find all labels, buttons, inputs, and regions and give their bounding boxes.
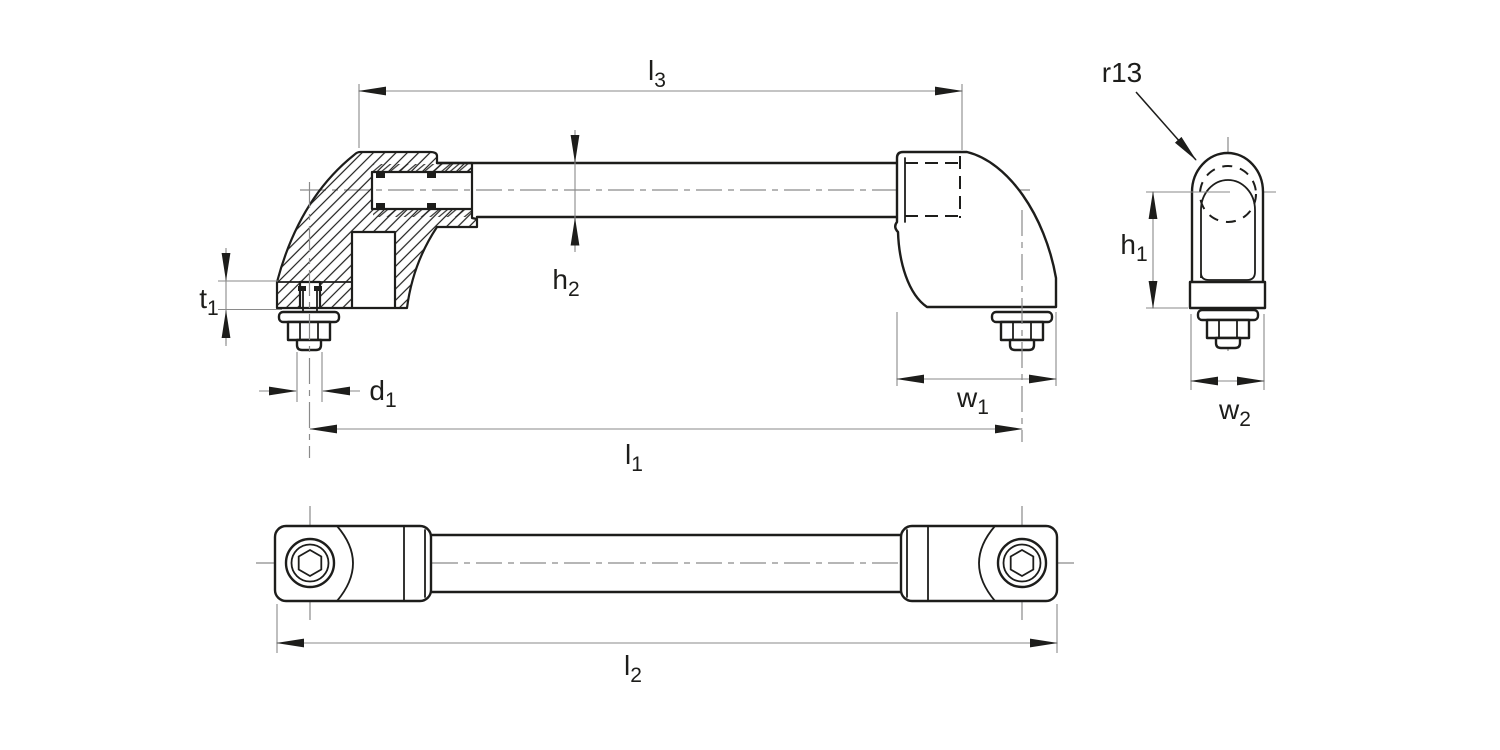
left-counterbore-circle [284,537,336,589]
left-bolt-tip [295,338,323,352]
dim-d1: d1 [259,352,397,412]
front-view [275,150,1058,458]
label-r13: r13 [1102,57,1142,88]
dim-t1: t1 [199,248,282,346]
dim-w2: w2 [1190,314,1265,431]
right-hex-socket [1009,548,1035,578]
bottom-right-boss-arc [978,525,996,602]
label-d1: d1 [369,375,396,412]
right-screwhead-circle [1002,543,1042,583]
dim-l3: l3 [358,55,963,150]
side-view [1146,137,1276,357]
thread-mark [376,172,385,178]
bottom-left-boss-arc [336,525,354,602]
label-h2: h2 [552,264,579,301]
tube-wall-hatch-top [373,164,471,172]
side-base-block [1188,280,1267,310]
label-l3: l3 [648,55,666,92]
right-foot [894,150,1058,309]
label-t1: t1 [199,283,218,320]
dimensions: l3 h2 t1 d1 [199,55,1265,687]
dim-h2: h2 [552,130,580,301]
label-l2: l2 [624,650,642,687]
label-w2: w2 [1218,394,1251,431]
dim-l1: l1 [309,424,1023,476]
screw-thread-mark [314,286,322,291]
right-counterbore-circle [996,537,1048,589]
side-inner-arch [1200,179,1256,281]
bottom-view [256,506,1076,621]
tube-wall-hatch-bottom [373,209,471,217]
dim-l2: l2 [276,604,1058,687]
left-screwhead-circle [290,543,330,583]
side-dome-outline [1190,151,1265,285]
r13-leader-line [1135,91,1197,161]
label-w1: w1 [956,382,989,419]
dim-r13: r13 [1102,57,1197,161]
dim-h1: h1 [1120,191,1230,309]
left-foot-section [275,150,479,310]
label-h1: h1 [1120,229,1147,266]
thread-mark [427,172,436,178]
side-hex-nut [1205,318,1251,340]
thread-mark [376,203,385,209]
label-l1: l1 [625,439,643,476]
left-hex-socket [297,548,323,578]
screw-thread-mark [298,286,306,291]
side-bolt-tip [1214,336,1242,350]
side-washer [1196,308,1260,322]
tube-hidden-circle [1199,165,1257,223]
dim-w1: w1 [896,312,1057,419]
thread-mark [427,203,436,209]
